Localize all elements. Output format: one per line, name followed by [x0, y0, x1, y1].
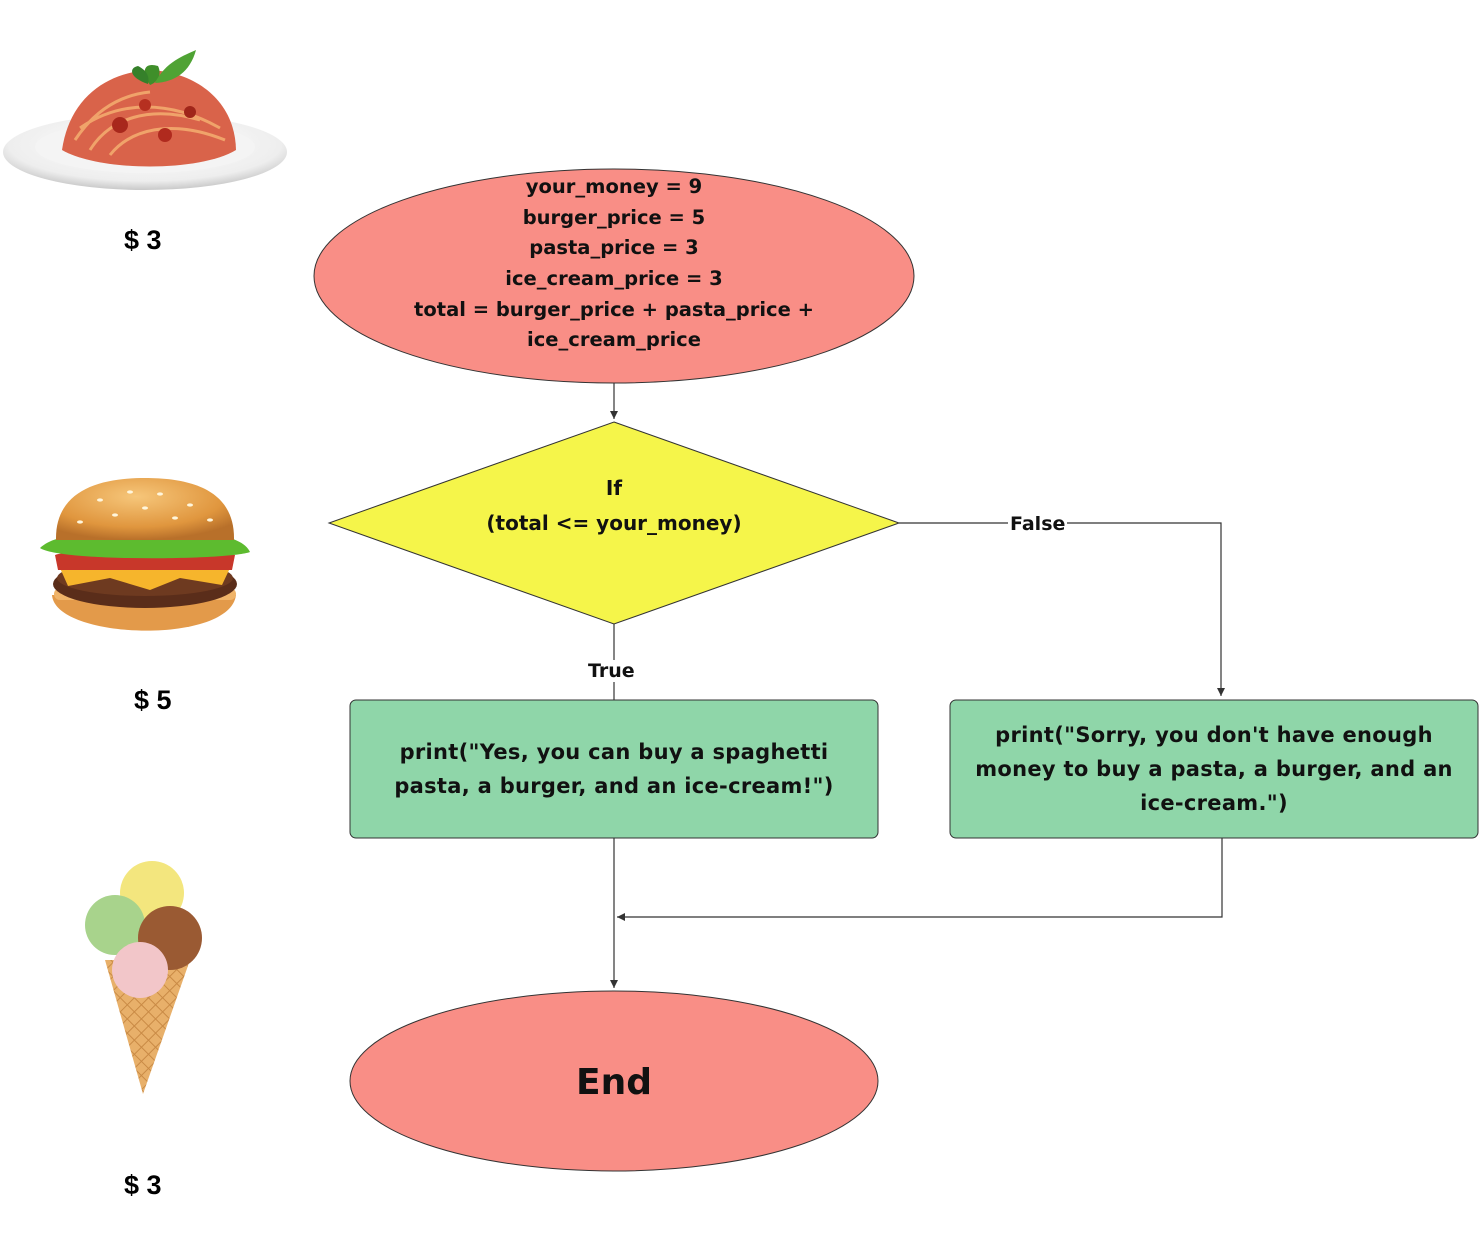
condition-node-text: If (total <= your_money)	[414, 471, 814, 541]
start-ellipse	[313, 168, 915, 384]
no-box-line: ice-cream.")	[1140, 791, 1288, 815]
pasta-price-label: $ 3	[124, 225, 162, 255]
burger-image	[40, 478, 250, 631]
yes-print-box	[349, 699, 879, 839]
yes-box-text: print("Yes, you can buy a spaghetti past…	[352, 702, 876, 836]
start-line: total = burger_price + pasta_price +	[414, 297, 814, 321]
true-edge-label: True	[586, 660, 637, 682]
condition-line: (total <= your_money)	[486, 511, 742, 535]
end-node-text: End	[576, 1061, 652, 1103]
end-ellipse	[349, 990, 879, 1172]
start-line: ice_cream_price	[527, 328, 701, 352]
edge-no-to-merge	[617, 838, 1223, 921]
ice-cream-price-label: $ 3	[124, 1170, 162, 1200]
start-line: pasta_price = 3	[529, 236, 699, 260]
start-line: burger_price = 5	[522, 205, 706, 229]
no-box-line: money to buy a pasta, a burger, and an	[975, 757, 1453, 781]
burger-price-label: $ 5	[134, 685, 172, 715]
start-node-text: your_money = 9 burger_price = 5 pasta_pr…	[360, 172, 868, 356]
yes-box-line: pasta, a burger, and an ice-cream!")	[394, 774, 834, 798]
start-line: ice_cream_price = 3	[505, 267, 723, 290]
condition-line: If	[605, 476, 623, 500]
ice-cream-image	[85, 861, 202, 1094]
false-edge-label: False	[1008, 513, 1068, 535]
no-box-line: print("Sorry, you don't have enough	[995, 723, 1433, 747]
no-print-box	[949, 699, 1479, 839]
yes-box-line: print("Yes, you can buy a spaghetti	[399, 740, 829, 764]
start-line: your_money = 9	[525, 174, 703, 198]
spaghetti-pasta-image	[3, 50, 287, 190]
edge-condition-false	[899, 522, 1225, 696]
no-box-text: print("Sorry, you don't have enough mone…	[952, 702, 1476, 836]
condition-diamond	[327, 421, 901, 625]
